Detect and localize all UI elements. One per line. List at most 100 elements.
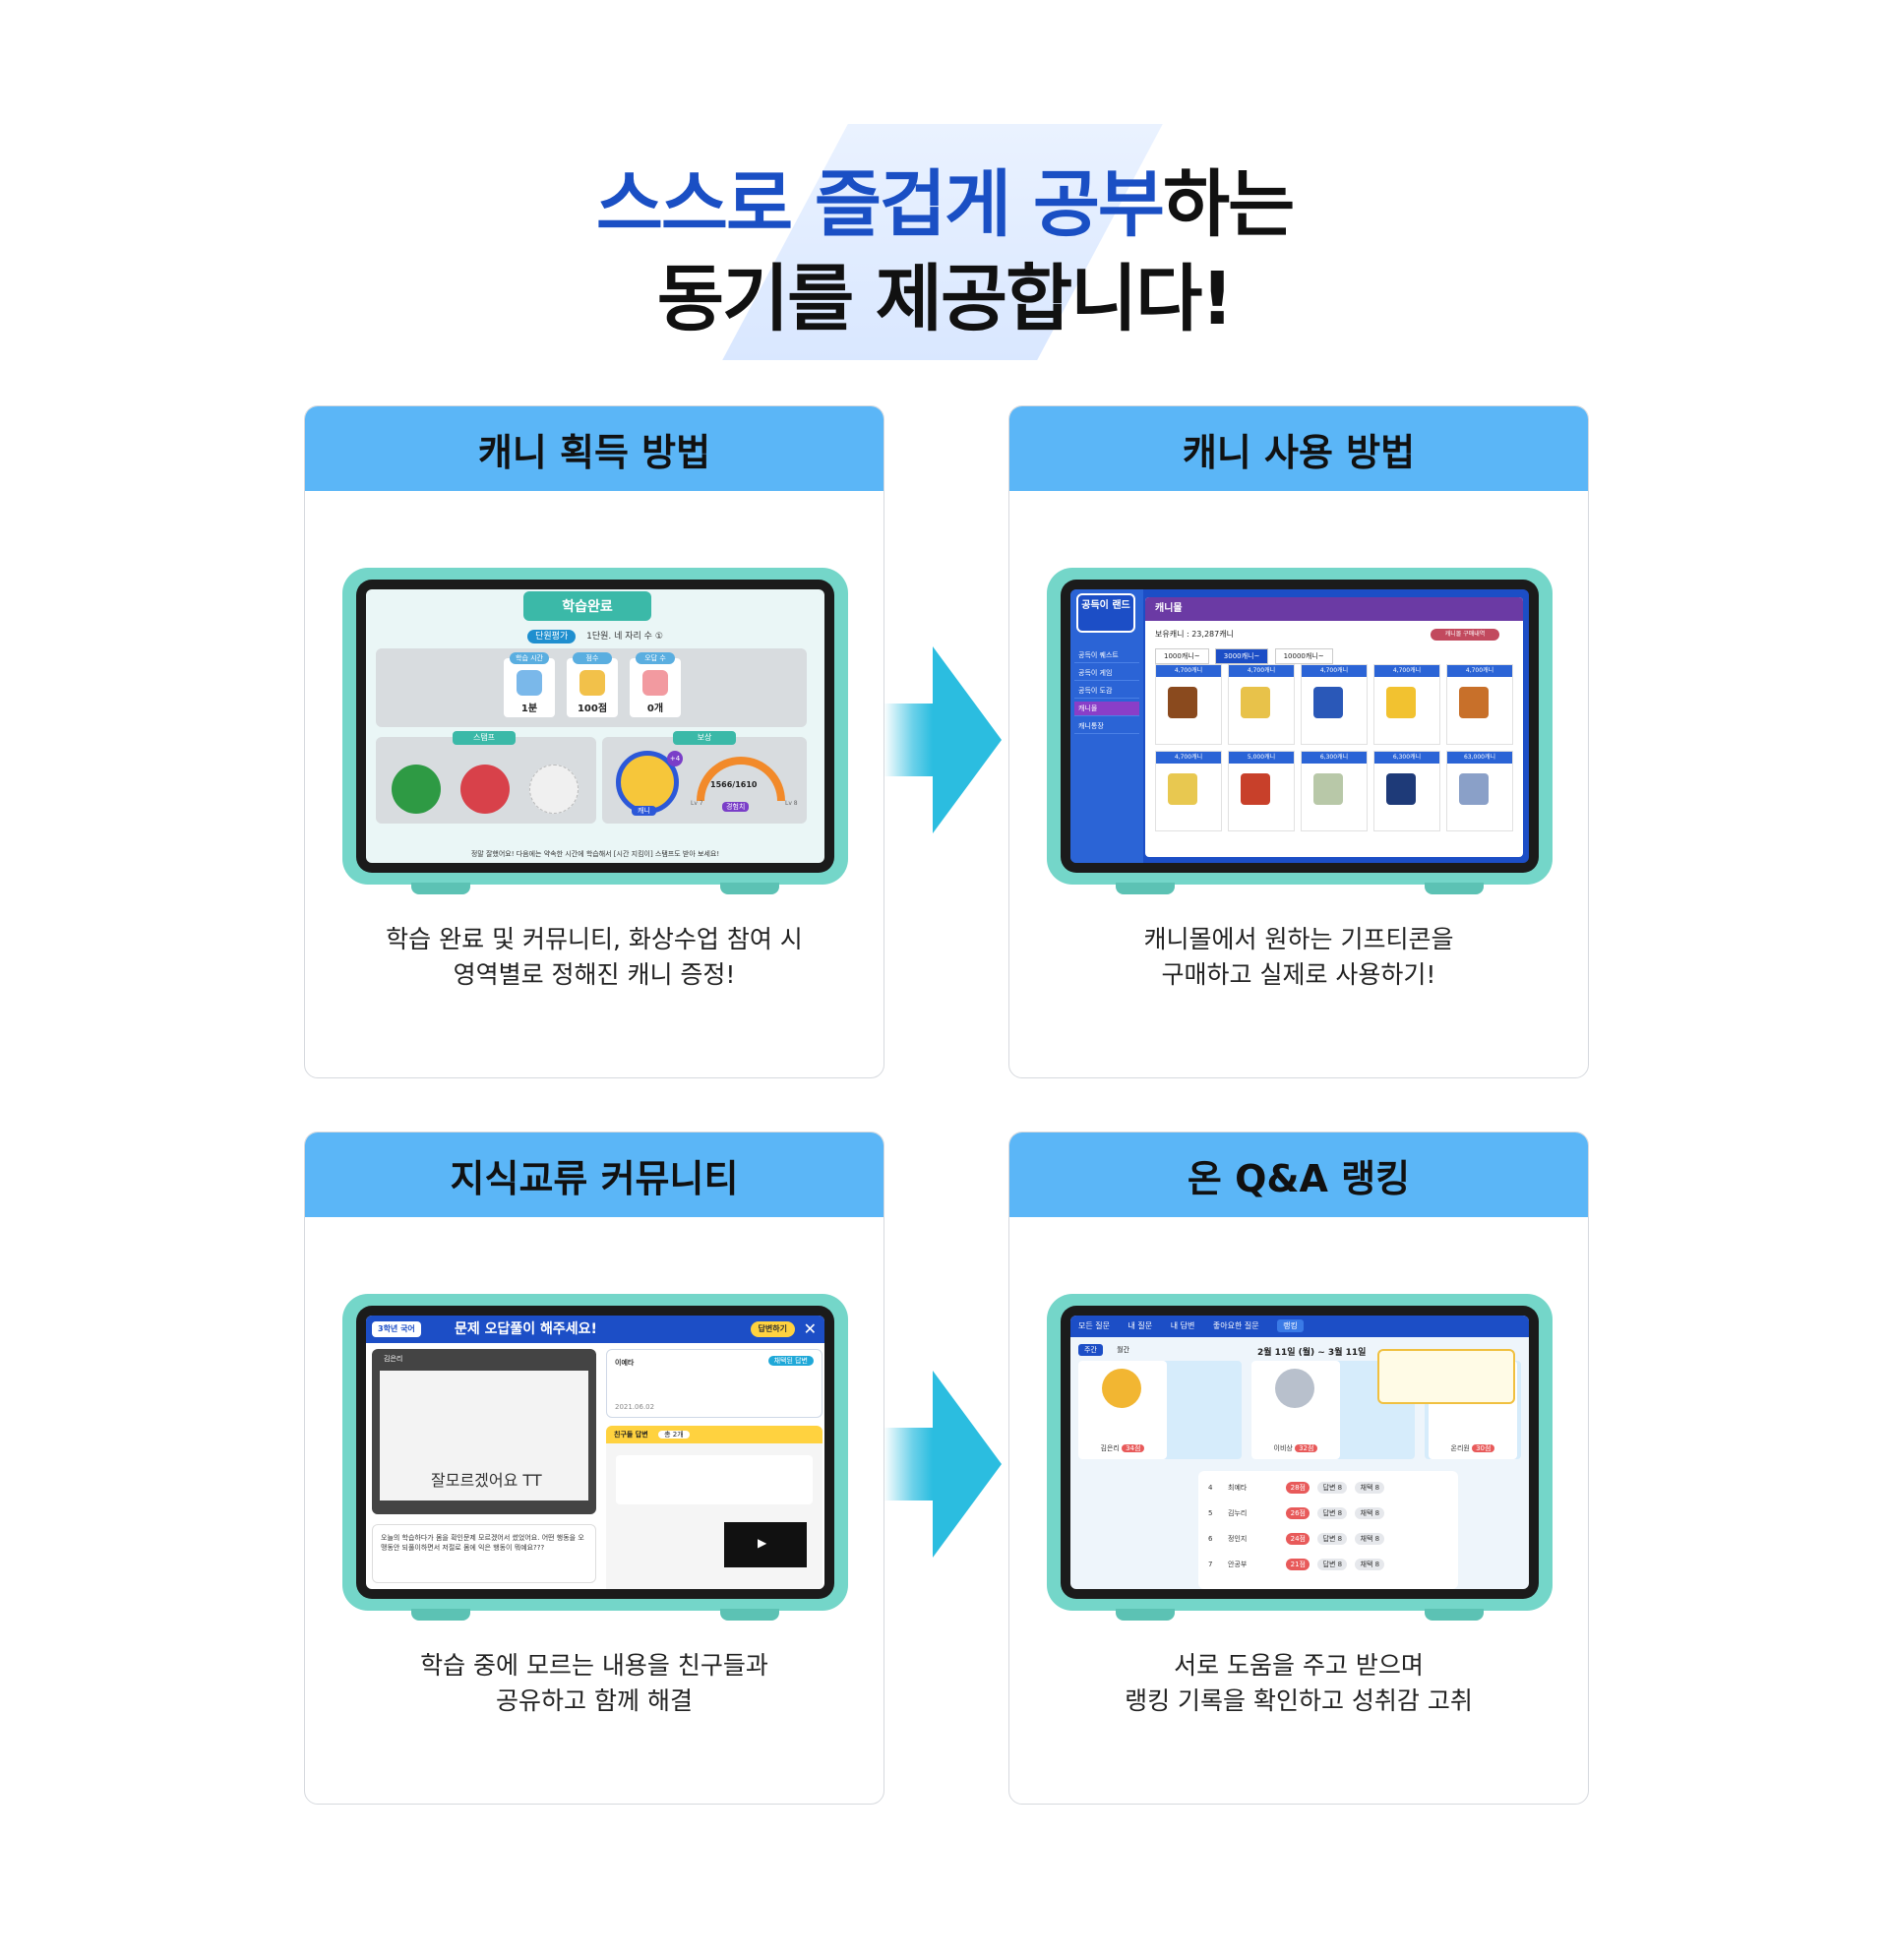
desc-line: 캐니몰에서 원하는 기프티콘을 — [1143, 925, 1454, 953]
podium-score: 32점 — [1295, 1444, 1318, 1452]
tab-all-questions[interactable]: 모든 질문 — [1078, 1321, 1110, 1330]
screen-study-complete: 학습완료 단원평가 1단원. 네 자리 수 ① 학습 시간 1분 점수 100점 — [366, 589, 824, 863]
eval-tag: 단원평가 — [527, 630, 577, 643]
tab-1000[interactable]: 1000캐니~ — [1155, 648, 1209, 664]
product-item[interactable]: 4,700캐니 — [1155, 664, 1222, 745]
sidebar-item-mall[interactable]: 캐니몰 — [1074, 702, 1139, 716]
headline-word: 즐겁게 — [814, 162, 1011, 247]
tablet-bezel: 공득이 랜드 공득이 퀘스트 공득이 게임 공득이 도감 캐니몰 캐니통장 캐니… — [1061, 580, 1539, 873]
tablet-frame: 학습완료 단원평가 1단원. 네 자리 수 ① 학습 시간 1분 점수 100점 — [342, 568, 848, 894]
sidebar: 공득이 랜드 공득이 퀘스트 공득이 게임 공득이 도감 캐니몰 캐니통장 — [1070, 589, 1143, 863]
answer-author: 이예타 — [615, 1359, 635, 1367]
card-qa-ranking: 온 Q&A 랭킹 모든 질문 내 질문 내 답변 좋아요한 질문 랭킹 주간 월… — [1008, 1132, 1589, 1805]
stat-value: 1분 — [520, 704, 538, 714]
product-price: 5,000캐니 — [1229, 752, 1294, 764]
tablet-frame: 3학년 국어 문제 오답풀이 해주세요! 답변하기 ✕ 김은리 잘모르겠어요 T… — [342, 1294, 848, 1621]
product-item[interactable]: 4,700캐니 — [1446, 664, 1513, 745]
video-player[interactable]: ▶ — [724, 1522, 807, 1567]
stat-wrong: 오답 수 0개 — [630, 652, 681, 717]
desc-line: 영역별로 정해진 캐니 증정! — [453, 960, 736, 989]
sidebar-item-bank[interactable]: 캐니통장 — [1074, 719, 1139, 734]
tab-my-questions[interactable]: 내 질문 — [1127, 1321, 1153, 1330]
rank-score: 24점 — [1286, 1533, 1310, 1545]
product-item[interactable]: 4,700캐니 — [1155, 751, 1222, 831]
product-price: 63,000캐니 — [1447, 752, 1512, 764]
product-item[interactable]: 63,000캐니 — [1446, 751, 1513, 831]
product-price: 6,300캐니 — [1302, 752, 1367, 764]
eval-title: 1단원. 네 자리 수 ① — [586, 632, 663, 642]
tab-monthly[interactable]: 월간 — [1117, 1346, 1130, 1354]
card-description: 서로 도움을 주고 받으며 랭킹 기록을 확인하고 성취감 고취 — [1009, 1648, 1588, 1719]
friend-answer — [616, 1455, 813, 1504]
exp-label: 경험치 — [722, 802, 750, 812]
coin-bonus: +4 — [667, 751, 683, 766]
product-grid: 4,700캐니 4,700캐니 4,700캐니 4,700캐니 4,700캐니 … — [1155, 664, 1513, 831]
product-image — [1459, 773, 1489, 805]
page-headline: 스스로 즐겁게 공부하는 동기를 제공합니다! — [0, 157, 1889, 346]
buy-history-button[interactable]: 캐니몰 구매내역 — [1431, 629, 1499, 641]
level-left: Lv 7 — [691, 800, 703, 807]
card-knowledge-community: 지식교류 커뮤니티 3학년 국어 문제 오답풀이 해주세요! 답변하기 ✕ 김은… — [304, 1132, 884, 1805]
stat-label: 오답 수 — [636, 652, 675, 664]
tablet-frame: 모든 질문 내 질문 내 답변 좋아요한 질문 랭킹 주간 월간 2월 11일 … — [1047, 1294, 1553, 1621]
tab-my-answers[interactable]: 내 답변 — [1170, 1321, 1195, 1330]
desc-line: 랭킹 기록을 확인하고 성취감 고취 — [1125, 1686, 1473, 1715]
rank-score: 26점 — [1286, 1507, 1310, 1519]
stat-value: 0개 — [646, 704, 664, 714]
date-range: 2월 11일 (월) ~ 3월 11일 — [1257, 1348, 1367, 1358]
podium-card: 김은리 34점 — [1078, 1361, 1167, 1459]
product-price: 6,300캐니 — [1374, 752, 1439, 764]
sidebar-item-dex[interactable]: 공득이 도감 — [1074, 684, 1139, 699]
sidebar-item-quest[interactable]: 공득이 퀘스트 — [1074, 648, 1139, 663]
tab-3000[interactable]: 3000캐니~ — [1214, 648, 1269, 664]
product-image — [1386, 687, 1416, 718]
product-item[interactable]: 5,000캐니 — [1228, 751, 1295, 831]
adopt-count: 채택 8 — [1355, 1507, 1385, 1519]
rank-name: 안공부 — [1228, 1561, 1248, 1568]
adopted-answer: 이예타 채택된 답변 2021.06.02 — [606, 1349, 823, 1418]
tab-ranking[interactable]: 랭킹 — [1277, 1319, 1304, 1332]
stamp-icon — [460, 765, 510, 814]
sidebar-item-game[interactable]: 공득이 게임 — [1074, 666, 1139, 681]
close-icon[interactable]: ✕ — [803, 1319, 817, 1338]
period-toggle: 주간 월간 — [1078, 1344, 1141, 1356]
reward-panel: 보상 +4 캐니 1566/1610 Lv 7 Lv 8 경험치 — [602, 731, 807, 824]
stats-panel: 학습 시간 1분 점수 100점 오답 수 0개 — [376, 648, 807, 727]
rank-score: 28점 — [1286, 1482, 1310, 1494]
play-icon[interactable]: ▶ — [758, 1536, 767, 1550]
screen-canny-mall: 공득이 랜드 공득이 퀘스트 공득이 게임 공득이 도감 캐니몰 캐니통장 캐니… — [1070, 589, 1529, 863]
eval-subtitle: 단원평가 1단원. 네 자리 수 ① — [366, 629, 824, 643]
product-item[interactable]: 4,700캐니 — [1373, 664, 1440, 745]
podium-user: 온리원 — [1450, 1444, 1470, 1452]
product-item[interactable]: 4,700캐니 — [1228, 664, 1295, 745]
podium-first: 김은리 34점 — [1078, 1361, 1242, 1459]
product-item[interactable]: 6,300캐니 — [1301, 751, 1368, 831]
tab-10000[interactable]: 10000캐니~ — [1274, 648, 1333, 664]
screen-community: 3학년 국어 문제 오답풀이 해주세요! 답변하기 ✕ 김은리 잘모르겠어요 T… — [366, 1316, 824, 1589]
tab-liked[interactable]: 좋아요한 질문 — [1212, 1321, 1259, 1330]
mall-panel: 캐니몰 보유캐니 : 23,287캐니 캐니몰 구매내역 1000캐니~ 300… — [1145, 597, 1523, 857]
gold-medal-icon — [1102, 1369, 1141, 1408]
encourage-message: 정말 잘했어요! 다음에는 약속한 시간에 학습해서 [시간 지킴이] 스탬프도… — [470, 850, 720, 858]
silver-medal-icon — [1275, 1369, 1314, 1408]
product-item[interactable]: 4,700캐니 — [1301, 664, 1368, 745]
answer-button[interactable]: 답변하기 — [750, 1321, 795, 1337]
tab-weekly[interactable]: 주간 — [1078, 1344, 1103, 1356]
question-note: 오늘의 학습하다가 몸을 확인문제 모르겠어서 썼었어요. 어떤 행동을 오맹동… — [372, 1524, 596, 1583]
product-image — [1313, 687, 1343, 718]
desc-line: 서로 도움을 주고 받으며 — [1174, 1651, 1424, 1680]
friends-count: 총 2개 — [658, 1431, 690, 1439]
exp-gauge — [697, 757, 785, 801]
friends-header: 친구들 답변 총 2개 — [606, 1426, 823, 1443]
podium-user: 이비상 — [1273, 1444, 1293, 1452]
desc-line: 학습 완료 및 커뮤니티, 화상수업 참여 시 — [386, 925, 803, 953]
product-image — [1168, 687, 1197, 718]
stat-label: 학습 시간 — [510, 652, 549, 664]
exp-value: 1566/1610 — [710, 780, 758, 789]
arrow-right-icon — [884, 1371, 1002, 1558]
product-item[interactable]: 6,300캐니 — [1373, 751, 1440, 831]
